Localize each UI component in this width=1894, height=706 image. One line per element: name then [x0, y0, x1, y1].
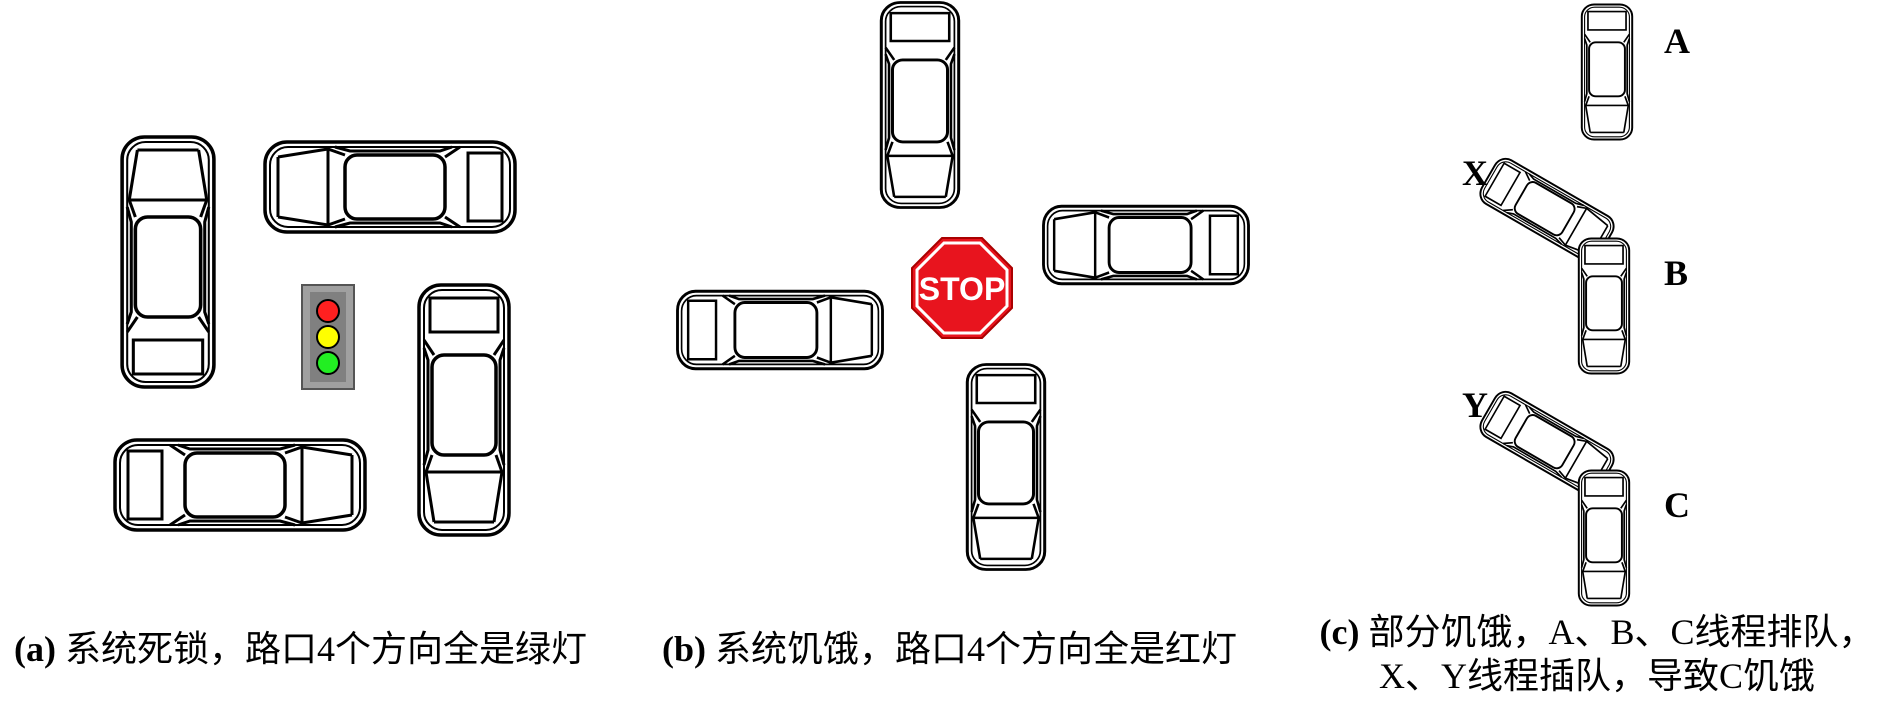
- panel-b-diagram: STOP: [675, 0, 1251, 572]
- car-icon: [965, 362, 1047, 572]
- caption-c-line2: X、Y线程插队，导致C饥饿: [1378, 656, 1815, 696]
- caption-b-text: 系统饥饿，路口4个方向全是红灯: [715, 629, 1238, 669]
- caption-b-label: (b): [662, 629, 706, 669]
- car-label-c: C: [1664, 485, 1690, 525]
- car-icon: [417, 283, 511, 537]
- car-icon: [1580, 3, 1634, 141]
- traffic-light-icon: [301, 284, 355, 390]
- panel-a-diagram: [113, 135, 517, 537]
- caption-c-line1-wrap: (c) 部分饥饿，A、B、C线程排队，: [1312, 610, 1882, 654]
- panel-c-diagram: [1474, 3, 1634, 607]
- car-icon: [120, 135, 216, 389]
- car-label-x: X: [1462, 153, 1488, 193]
- stop-sign-text: STOP: [919, 271, 1006, 307]
- caption-a-label: (a): [14, 629, 56, 669]
- car-icon: [1041, 204, 1251, 286]
- caption-c-line1: 部分饥饿，A、B、C线程排队，: [1368, 612, 1875, 652]
- car-icon: [1577, 469, 1631, 607]
- caption-a-text: 系统死锁，路口4个方向全是绿灯: [64, 629, 587, 669]
- stop-sign-icon: STOP: [911, 237, 1013, 339]
- car-icon: [113, 438, 367, 532]
- caption-a: (a) 系统死锁，路口4个方向全是绿灯: [14, 627, 587, 671]
- caption-c: (c) 部分饥饿，A、B、C线程排队， X、Y线程插队，导致C饥饿: [1312, 610, 1882, 698]
- car-label-a: A: [1664, 21, 1690, 61]
- car-icon: [1577, 237, 1631, 375]
- caption-c-label: (c): [1319, 612, 1360, 652]
- caption-b: (b) 系统饥饿，路口4个方向全是红灯: [662, 627, 1237, 671]
- car-label-y: Y: [1462, 385, 1488, 425]
- car-icon: [263, 140, 517, 234]
- car-label-b: B: [1664, 253, 1689, 293]
- car-icon: [675, 289, 885, 371]
- car-icon: [879, 0, 961, 210]
